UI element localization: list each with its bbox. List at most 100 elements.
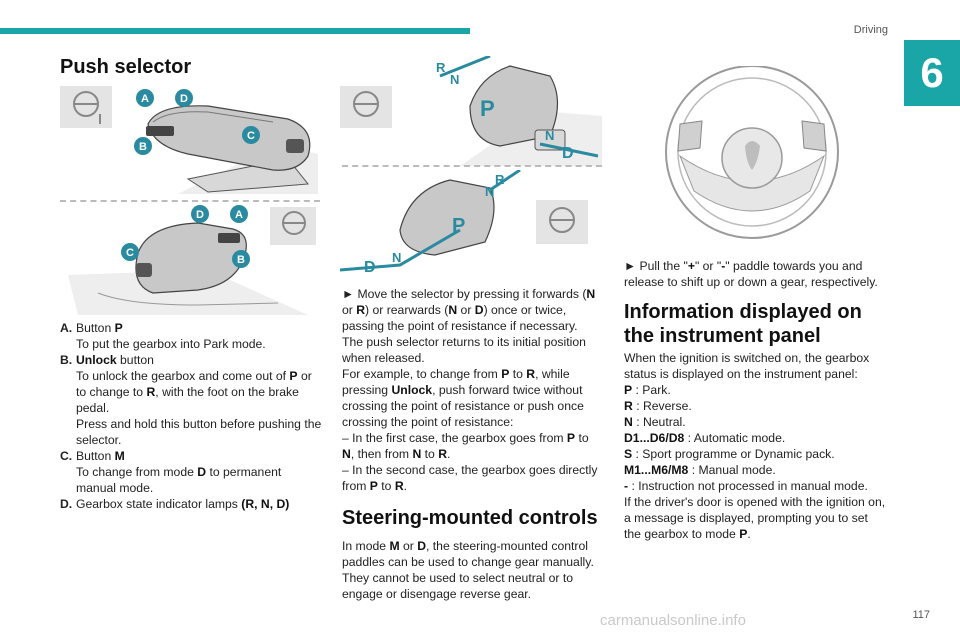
legend-desc: , with the foot on the brake pedal.: [76, 385, 299, 415]
callout-label: A: [141, 93, 149, 105]
mode-desc: : Park.: [632, 383, 671, 397]
legend-desc: Press and hold this button before pushin…: [76, 417, 322, 447]
text-run: .: [403, 479, 408, 493]
gear-label: R: [436, 60, 446, 75]
figure-divider: [342, 165, 602, 167]
page-number: 117: [912, 609, 930, 621]
steering-wheel-icon: [536, 200, 588, 244]
running-title: Driving: [853, 24, 888, 36]
mode-desc: : Instruction not processed in manual mo…: [628, 479, 868, 493]
text-run: ► Move the selector by pressing it forwa…: [342, 287, 587, 301]
gear-label: R: [495, 172, 505, 187]
legend-key: C.: [60, 449, 73, 463]
bold-run: R: [438, 447, 448, 461]
gear-label: P: [452, 215, 465, 237]
instrument-panel-info: When the ignition is switched on, the ge…: [624, 350, 886, 542]
legend-bold: D: [197, 465, 207, 479]
mode-desc: : Neutral.: [632, 415, 686, 429]
legend-desc: to permanent manual mode.: [76, 465, 282, 495]
text-run: ► Pull the ": [624, 259, 688, 273]
mode-code: R: [624, 399, 633, 413]
text-run: – In the second case, the gearbox goes d…: [342, 463, 598, 493]
mode-row: P : Park.: [624, 382, 886, 398]
instruction-paragraph: ► Move the selector by pressing it forwa…: [342, 286, 604, 334]
push-selector-figure-bottom: D A C B: [68, 205, 316, 315]
mode-row: S : Sport programme or Dynamic pack.: [624, 446, 886, 462]
callout-a: [230, 205, 248, 223]
bold-run: D: [417, 539, 427, 553]
legend-item-a: A. Button P To put the gearbox into Park…: [60, 320, 322, 352]
text-run: or: [399, 539, 418, 553]
bold-run: D: [474, 303, 484, 317]
legend-bold: R: [146, 385, 156, 399]
mode-desc: : Automatic mode.: [684, 431, 786, 445]
callout-b: [134, 137, 152, 155]
legend-text: Button: [76, 321, 115, 335]
mode-row: M1...M6/M8 : Manual mode.: [624, 462, 886, 478]
text-run: , the steering-mounted control paddles c…: [342, 539, 594, 601]
callout-b: [232, 250, 250, 268]
callout-d: [175, 89, 193, 107]
mode-code: S: [624, 447, 633, 461]
steering-wheel-icon: [340, 86, 392, 128]
steering-wheel-icon: [60, 86, 112, 128]
callout-c: [121, 243, 139, 261]
mode-row: D1...D6/D8 : Automatic mode.: [624, 430, 886, 446]
bold-run: P: [501, 367, 510, 381]
legend-desc: To unlock the gearbox and come out of: [76, 369, 290, 383]
legend-bold: Unlock: [76, 353, 117, 367]
text-run: ) once or twice, passing the point of re…: [342, 303, 578, 333]
intro-paragraph: When the ignition is switched on, the ge…: [624, 351, 870, 381]
selector-movement-figure-bottom: R N P N D: [340, 170, 588, 274]
text-run: " or ": [694, 259, 722, 273]
gear-label: D: [562, 145, 574, 162]
instruction-paragraph: – In the first case, the gearbox goes fr…: [342, 430, 604, 462]
gear-label: P: [480, 96, 495, 121]
callout-label: C: [126, 247, 134, 259]
callout-label: B: [139, 141, 147, 153]
paddle-minus[interactable]: [677, 120, 703, 152]
bold-run: -: [721, 259, 726, 273]
legend-key: A.: [60, 321, 73, 335]
bold-run: R: [526, 367, 536, 381]
door-paragraph: If the driver's door is opened with the …: [624, 494, 886, 542]
bold-run: N: [342, 447, 351, 461]
text-run: – In the first case, the gearbox goes fr…: [342, 431, 567, 445]
mode-desc: : Sport programme or Dynamic pack.: [632, 447, 835, 461]
legend-text: Gearbox state indicator lamps: [76, 497, 242, 511]
gear-label: N: [392, 250, 401, 265]
mode-desc: : Manual mode.: [688, 463, 776, 477]
instruction-paragraph: In mode M or D, the steering-mounted con…: [342, 538, 604, 602]
paddle-plus[interactable]: [801, 120, 827, 152]
callout-label: D: [196, 209, 204, 221]
legend-desc: To put the gearbox into Park mode.: [76, 337, 266, 351]
bold-run: P: [566, 431, 576, 445]
selector-instructions: ► Move the selector by pressing it forwa…: [342, 286, 604, 602]
instruction-paragraph: The push selector returns to its initial…: [342, 335, 586, 365]
instruction-paragraph: – In the second case, the gearbox goes d…: [342, 462, 604, 494]
mode-code: P: [624, 383, 633, 397]
text-run: .: [447, 447, 451, 461]
legend-desc: or to change to: [76, 369, 312, 399]
legend-bold: (R, N, D): [241, 497, 290, 511]
text-run: In mode: [342, 539, 390, 553]
legend-text: Button: [76, 449, 115, 463]
legend-item-d: D. Gearbox state indicator lamps (R, N, …: [60, 496, 322, 512]
paddle-instruction: ► Pull the "+" or "-" paddle towards you…: [624, 258, 886, 290]
bold-run: N: [412, 447, 422, 461]
steering-wheel-icon: [270, 207, 316, 245]
selector-movement-figure-top: R N P N D: [340, 56, 602, 166]
legend-bold: P: [114, 321, 123, 335]
section-title-steering-controls: Steering-mounted controls: [342, 507, 598, 529]
text-run: ) or rearwards (: [365, 303, 449, 317]
legend-desc: To change from mode: [76, 465, 198, 479]
text-run: or: [342, 303, 357, 317]
mode-row: - : Instruction not processed in manual …: [624, 478, 886, 494]
header-accent-bar: [0, 28, 470, 34]
legend-text: button: [116, 353, 154, 367]
bold-run: R: [356, 303, 366, 317]
callout-label: D: [180, 93, 188, 105]
bold-run: R: [394, 479, 404, 493]
callout-a: [136, 89, 154, 107]
bold-run: N: [448, 303, 458, 317]
